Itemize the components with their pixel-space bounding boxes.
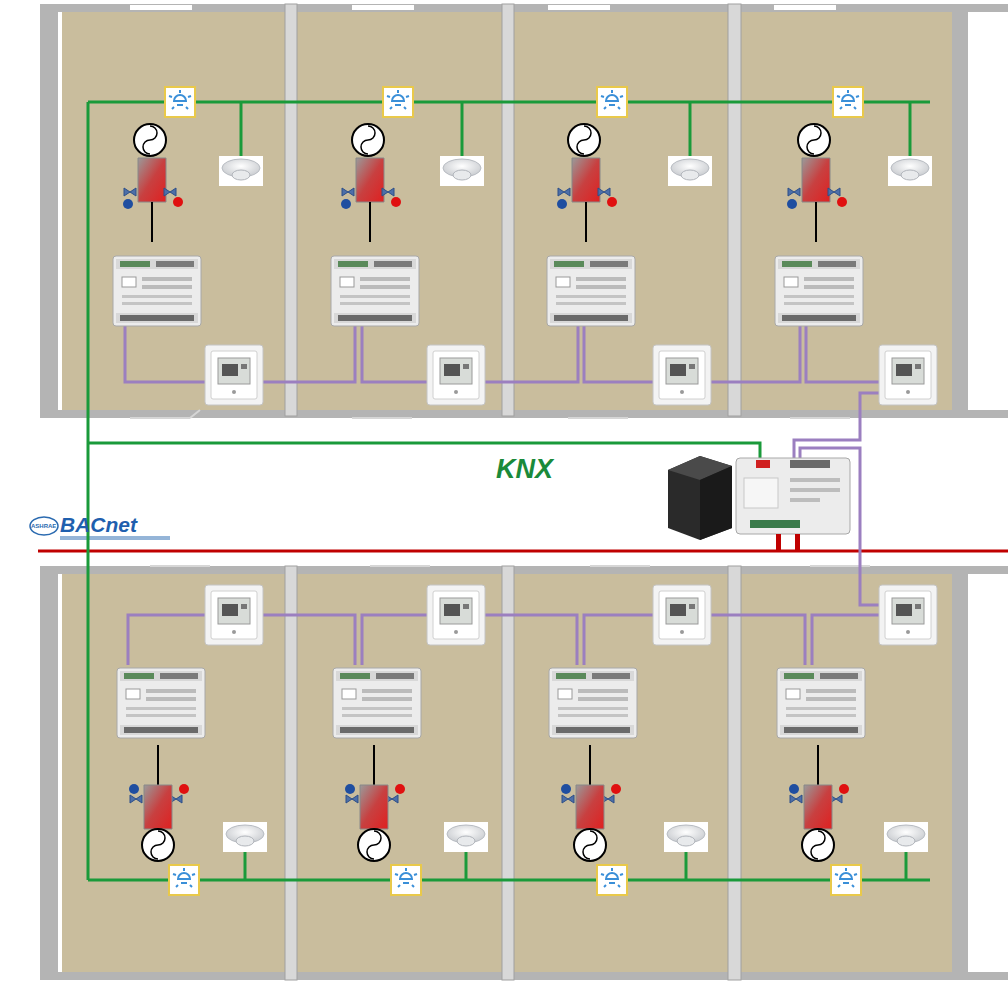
bacnet-bus bbox=[38, 550, 1008, 553]
door-arcs bbox=[130, 410, 870, 566]
building-walls bbox=[40, 4, 1008, 980]
room-bus bbox=[125, 325, 910, 665]
room-dividers bbox=[285, 4, 741, 980]
bacnet-logo-text: BACnet bbox=[60, 514, 137, 535]
knx-bus bbox=[88, 102, 930, 880]
knx-logo-text: KNX bbox=[496, 456, 553, 483]
light-actuators bbox=[165, 87, 863, 895]
room-thermostats bbox=[205, 345, 937, 645]
power-supply bbox=[668, 456, 732, 540]
room-controllers bbox=[113, 256, 865, 738]
gateway-device bbox=[736, 458, 850, 550]
presence-sensors bbox=[219, 156, 932, 852]
fan-coil-units bbox=[123, 124, 849, 861]
ashrae-logo-text: ASHRAE bbox=[31, 523, 56, 529]
